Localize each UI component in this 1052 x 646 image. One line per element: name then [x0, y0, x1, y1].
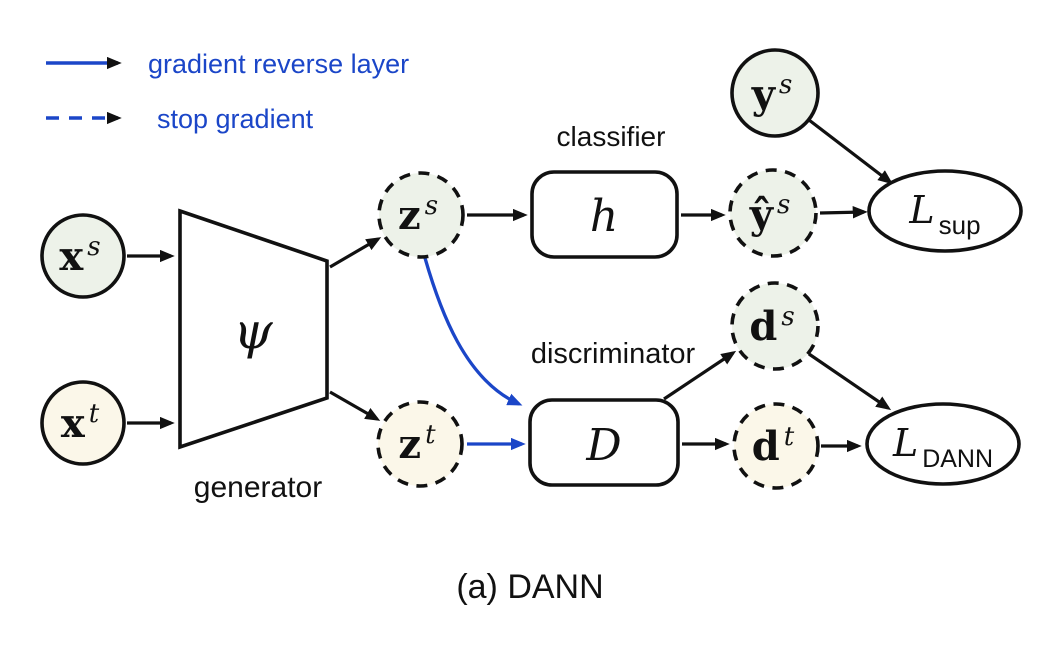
svg-text:z s: z s — [398, 191, 438, 239]
node-loss-dann: L DANN — [865, 402, 1021, 486]
dt-circle — [732, 402, 820, 490]
yhat-sup: s — [777, 190, 790, 220]
discriminator-box — [528, 398, 680, 487]
lsup-ellipse — [867, 169, 1023, 253]
node-d-target: d t — [732, 402, 820, 490]
svg-text:x s: x s — [59, 232, 100, 280]
generator-symbol: ψ — [233, 302, 273, 360]
figure-caption: (a) DANN — [456, 568, 603, 606]
svg-text:ŷ s: ŷ s — [749, 190, 791, 238]
node-x-source: x s — [40, 213, 126, 299]
xt-circle — [40, 380, 126, 466]
discriminator-label: discriminator — [531, 338, 696, 370]
ys-sup: s — [779, 70, 792, 100]
lsup-base: L — [908, 188, 934, 232]
svg-text:d t: d t — [752, 422, 795, 470]
xt-sup: t — [89, 399, 100, 429]
arrow-ds-to-ldann — [808, 352, 892, 411]
xs-circle — [40, 213, 126, 299]
classifier-label: classifier — [557, 121, 666, 152]
node-y-source: y s — [730, 48, 820, 138]
classifier-symbol: h — [590, 191, 618, 242]
classifier-box — [530, 170, 679, 259]
arrow-yhat-to-lsup — [819, 206, 868, 219]
xs-sup: s — [87, 232, 100, 262]
ds-sup: s — [781, 302, 794, 332]
node-y-hat-source: ŷ s — [728, 168, 818, 258]
legend-stop-gradient-label: stop gradient — [157, 104, 314, 134]
lsup-sub: sup — [939, 210, 981, 240]
legend: gradient reverse layer stop gradient — [46, 49, 409, 134]
zs-circle — [377, 171, 465, 259]
blue-arrows — [423, 257, 526, 451]
arrow-discriminator-to-ds — [663, 350, 737, 401]
arrow-generator-to-zt — [329, 390, 381, 421]
node-z-target: z t — [376, 400, 464, 488]
xt-base: x — [61, 400, 86, 447]
svg-text:z t: z t — [398, 420, 436, 468]
zs-sup: s — [425, 191, 438, 221]
legend-gradient-reverse-label: gradient reverse layer — [148, 49, 409, 79]
generator-label: generator — [194, 471, 322, 504]
ys-circle — [730, 48, 820, 138]
svg-text:x t: x t — [61, 399, 100, 447]
svg-text:L DANN: L DANN — [892, 421, 993, 473]
node-classifier: classifier h — [530, 121, 679, 259]
yhat-base: ŷ — [749, 191, 775, 238]
zt-circle — [376, 400, 464, 488]
svg-text:y s: y s — [751, 70, 793, 118]
arrow-zs-to-discriminator-curve — [423, 257, 523, 406]
yhat-circle — [728, 168, 818, 258]
black-arrows — [127, 118, 893, 453]
discriminator-symbol: D — [585, 420, 621, 471]
svg-text:d s: d s — [749, 302, 794, 350]
arrow-generator-to-zs — [329, 237, 382, 269]
svg-text:L sup: L sup — [908, 188, 980, 240]
zt-sup: t — [425, 420, 436, 450]
ds-circle — [730, 281, 820, 371]
ys-base: y — [751, 71, 777, 118]
ldann-base: L — [892, 421, 918, 465]
dt-sup: t — [784, 422, 795, 452]
generator-trapezoid — [178, 208, 329, 450]
node-loss-sup: L sup — [867, 169, 1023, 253]
zs-base: z — [398, 192, 421, 239]
ldann-sub: DANN — [922, 445, 993, 473]
node-generator: ψ generator — [178, 208, 329, 504]
node-discriminator: discriminator D — [528, 338, 696, 487]
dt-base: d — [752, 423, 780, 470]
arrow-ys-to-lsup — [808, 118, 893, 185]
ds-base: d — [749, 303, 777, 350]
node-x-target: x t — [40, 380, 126, 466]
ldann-ellipse — [865, 402, 1021, 486]
node-d-source: d s — [730, 281, 820, 371]
xs-base: x — [59, 233, 84, 280]
node-z-source: z s — [377, 171, 465, 259]
zt-base: z — [398, 421, 421, 468]
